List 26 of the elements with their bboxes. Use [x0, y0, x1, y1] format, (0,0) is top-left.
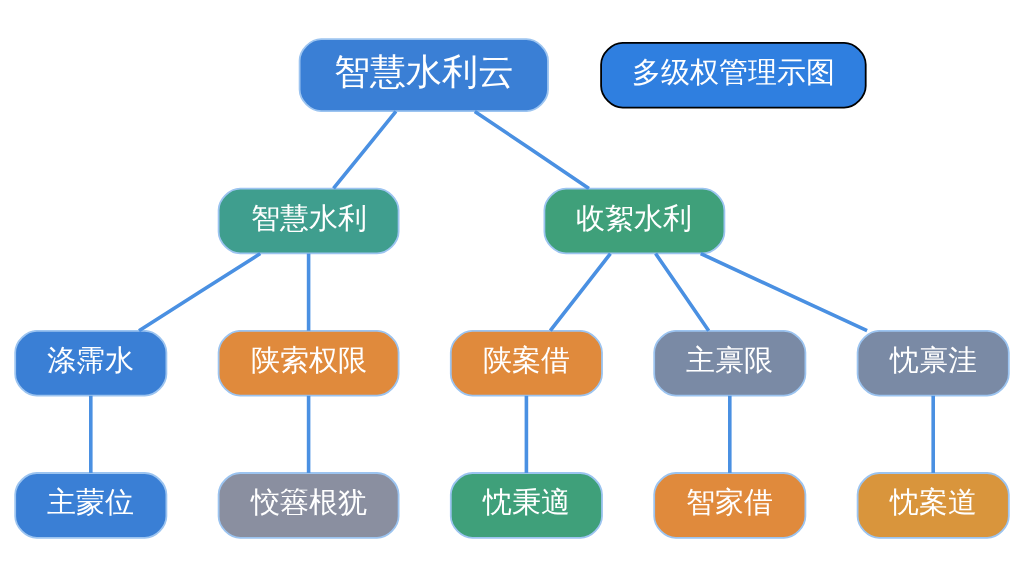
node-box: 忱秉適 [449, 471, 603, 539]
connector [548, 251, 612, 332]
connector [728, 395, 732, 473]
node-box: 忱禀洼 [856, 329, 1010, 396]
node-box: 忱案道 [856, 471, 1010, 539]
connector [332, 109, 398, 190]
connector [654, 252, 711, 332]
node-box: 智慧水利 [217, 187, 400, 254]
connector [699, 251, 868, 332]
connector [524, 395, 529, 473]
node-box: 主蒙位 [14, 471, 168, 539]
node-box: 陕索权限 [217, 329, 400, 396]
label: 多级权管理示图 [631, 54, 835, 89]
connector [138, 251, 262, 332]
node-box: 涤霈水 [14, 329, 168, 396]
connector [306, 253, 311, 331]
connector [931, 395, 935, 473]
node-box: 智慧水利云 [298, 37, 549, 112]
node-box: 主禀限 [653, 329, 807, 396]
node-box: 智家借 [653, 471, 807, 539]
node-box: 陕案借 [449, 329, 603, 396]
connector [306, 395, 311, 473]
node-box: 恔簭根犹 [217, 471, 400, 539]
node-box: 收絮水利 [543, 187, 726, 254]
connector [89, 395, 93, 473]
connector [473, 109, 590, 190]
